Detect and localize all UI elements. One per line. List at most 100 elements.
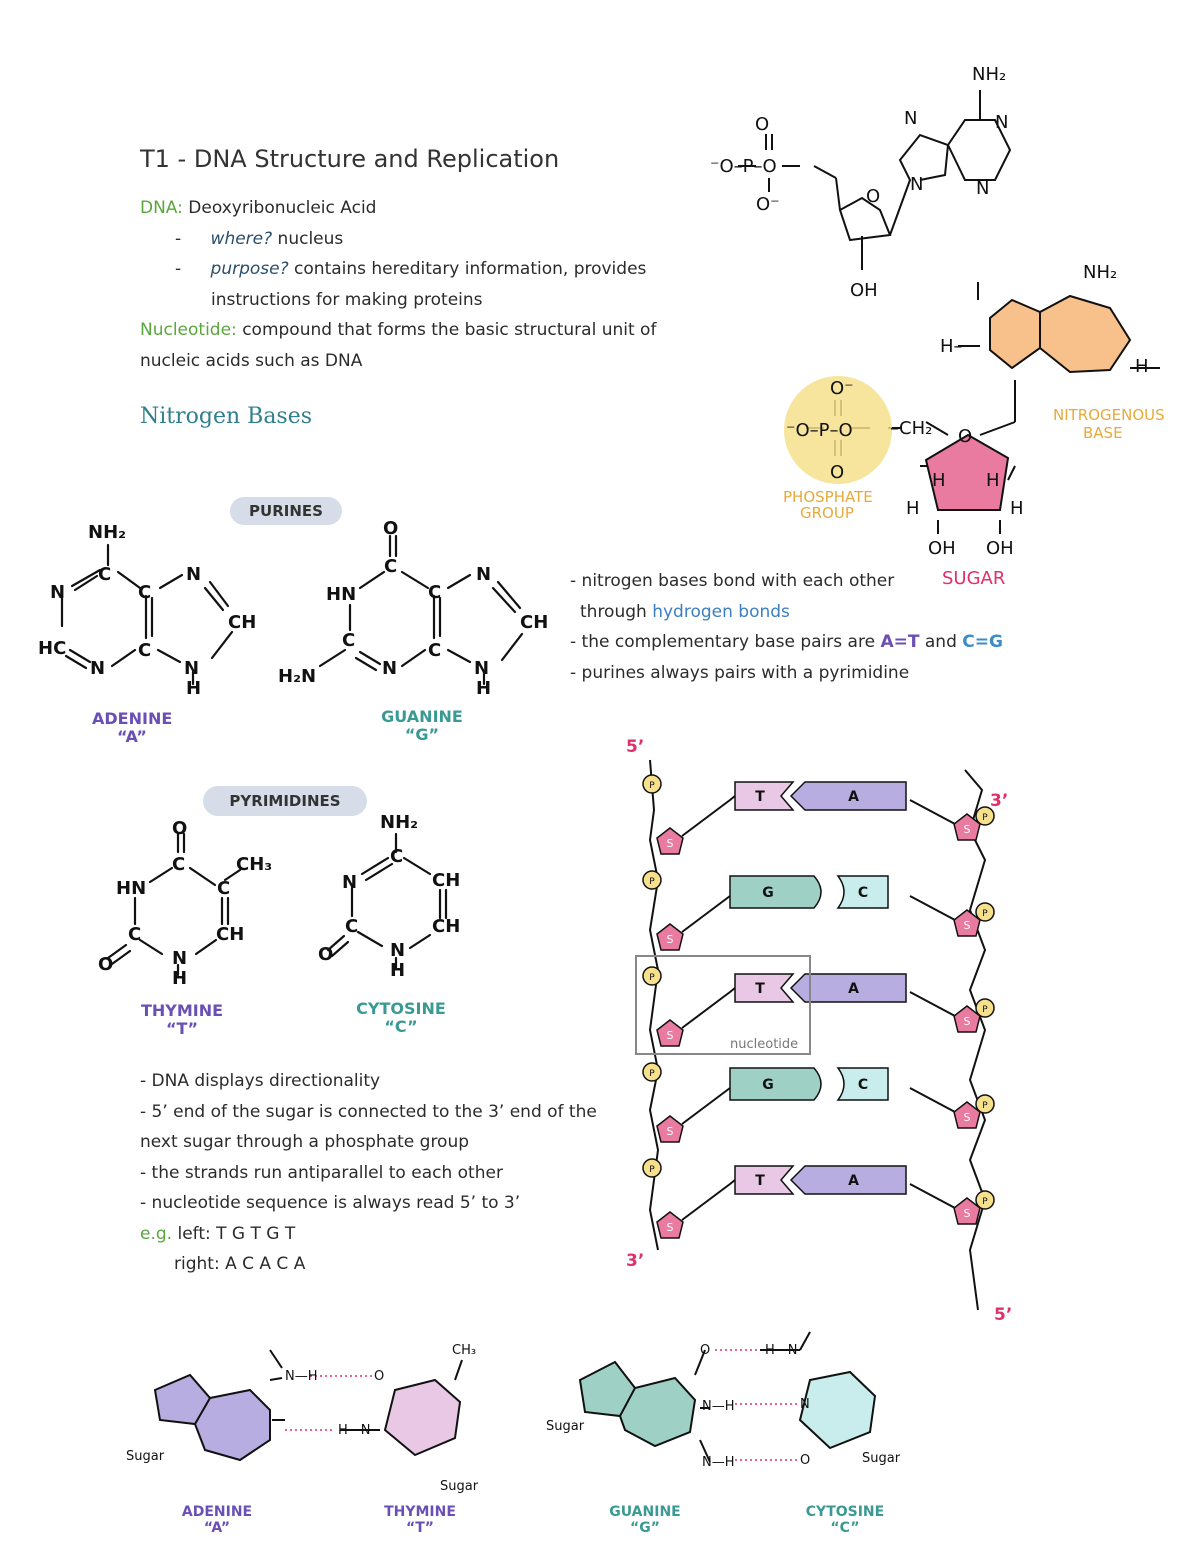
- sugar-label: S: [964, 1015, 971, 1028]
- svg-text:C: C: [217, 878, 230, 899]
- svg-text:O: O: [755, 114, 769, 135]
- svg-text:CH: CH: [520, 612, 548, 633]
- sugar-label: SUGAR: [942, 568, 1005, 589]
- svg-text:CH: CH: [432, 870, 460, 891]
- adenine-ring: [153, 1373, 271, 1462]
- backbone-link: [681, 987, 736, 1029]
- base-block-left: [729, 1067, 822, 1101]
- base-rings: [989, 294, 1132, 374]
- base-letter-left: T: [755, 981, 765, 997]
- backbone-link: [909, 1183, 956, 1209]
- note-line: through hydrogen bonds: [570, 597, 1030, 628]
- backbone-link: [909, 799, 956, 825]
- thymine-label: THYMINE “T”: [140, 1002, 224, 1038]
- phosphate-label: P: [982, 1197, 988, 1207]
- svg-text:N: N: [800, 1397, 810, 1412]
- svg-text:CH: CH: [432, 916, 460, 937]
- svg-text:O: O: [958, 426, 972, 447]
- svg-text:N: N: [382, 658, 397, 679]
- sugar-node: S: [953, 1005, 981, 1033]
- thymine-name: THYMINE: [140, 1001, 224, 1020]
- svg-text:N—H: N—H: [702, 1455, 735, 1470]
- base-block-right: [789, 781, 907, 811]
- svg-text:H: H: [932, 470, 946, 491]
- note-line: - DNA displays directionality: [140, 1071, 381, 1091]
- base-block-right: [836, 1067, 889, 1101]
- svg-text:C: C: [138, 640, 151, 661]
- svg-text:N: N: [90, 658, 105, 679]
- phosphate-node: P: [642, 966, 662, 986]
- oh-sugar-left: OH: [928, 538, 956, 559]
- svg-text:O: O: [172, 818, 187, 839]
- note-line: - 5’ end of the sugar is connected to th…: [140, 1101, 597, 1122]
- hydrogen-bonds-term: hydrogen bonds: [652, 601, 790, 622]
- svg-text:N: N: [904, 108, 917, 129]
- phosphate-node: P: [975, 1190, 995, 1210]
- nucleotide-def-cont: nucleic acids such as DNA: [140, 351, 363, 371]
- base-block-left: [734, 973, 795, 1003]
- eg-label: e.g.: [140, 1223, 173, 1244]
- base-letter-left: T: [755, 1173, 765, 1189]
- svg-text:N: N: [172, 948, 187, 969]
- phosphate-node: P: [642, 774, 662, 794]
- svg-text:N: N: [186, 564, 201, 585]
- svg-text:O⁻: O⁻: [756, 194, 780, 215]
- nucleotide-highlight-box: [635, 955, 811, 1055]
- phosphate-label: P: [649, 973, 655, 983]
- svg-text:H: H: [1010, 498, 1024, 519]
- svg-text:O: O: [383, 518, 398, 539]
- svg-text:O: O: [830, 462, 844, 483]
- svg-text:NH₂: NH₂: [380, 812, 418, 833]
- pair-thymine-name: THYMINE: [384, 1504, 456, 1520]
- svg-text:N: N: [976, 178, 989, 199]
- svg-text:N: N: [184, 658, 199, 679]
- svg-text:C: C: [172, 854, 185, 875]
- pair-cg: C=G: [962, 632, 1003, 652]
- base-block-left: [734, 1165, 795, 1195]
- five-prime-bottom: 5’: [994, 1305, 1012, 1325]
- guanine-name: GUANINE: [381, 707, 463, 726]
- sugar-label: S: [667, 1221, 674, 1234]
- thymine-ring: [383, 1378, 462, 1457]
- phosphate-node: P: [975, 998, 995, 1018]
- nh2-lower: NH₂: [1083, 262, 1117, 283]
- section-heading: Nitrogen Bases: [140, 404, 313, 429]
- sugar-label: S: [667, 1029, 674, 1042]
- note-line: - purines always pairs with a pyrimidine: [570, 662, 910, 683]
- pair-cytosine-name: CYTOSINE: [806, 1504, 884, 1520]
- sugar-node: S: [656, 1019, 684, 1047]
- svg-text:O: O: [374, 1369, 384, 1384]
- phosphate-label: P: [982, 1101, 988, 1111]
- phosphate-label: P: [982, 813, 988, 823]
- svg-text:N: N: [474, 658, 489, 679]
- adenine-code: “A”: [117, 727, 147, 746]
- phosphate-node: P: [975, 902, 995, 922]
- phosphate-label: P: [982, 1005, 988, 1015]
- guanine-code: “G”: [404, 725, 440, 744]
- svg-text:HN: HN: [326, 584, 356, 605]
- base-letter-left: T: [755, 789, 765, 805]
- where-question: where?: [210, 229, 273, 249]
- adenine-label: ADENINE “A”: [92, 710, 172, 746]
- dna-def: Deoxyribonucleic Acid: [182, 198, 377, 218]
- base-letter-left: G: [762, 1077, 774, 1093]
- svg-text:N: N: [910, 174, 923, 195]
- page-title: T1 - DNA Structure and Replication: [140, 145, 560, 173]
- bullet-dash: -: [175, 259, 182, 279]
- sugar-node: S: [953, 909, 981, 937]
- sugar-node: S: [656, 1211, 684, 1239]
- note-line: - the strands run antiparallel to each o…: [140, 1162, 503, 1183]
- sugar-label: S: [964, 823, 971, 836]
- base-letter-left: G: [762, 885, 774, 901]
- pair-thymine-code: “T”: [406, 1520, 434, 1536]
- svg-text:C: C: [345, 916, 358, 937]
- phosphate-circle: [784, 376, 892, 484]
- phosphate-node: P: [975, 1094, 995, 1114]
- backbone-link: [681, 891, 736, 933]
- svg-text:C: C: [342, 630, 355, 651]
- cytosine-ring: [798, 1370, 877, 1450]
- left-seq: left: T G T G T: [172, 1223, 296, 1244]
- svg-text:O: O: [866, 186, 880, 207]
- pair-guanine-name: GUANINE: [609, 1504, 680, 1520]
- guanine-label: GUANINE “G”: [380, 708, 464, 744]
